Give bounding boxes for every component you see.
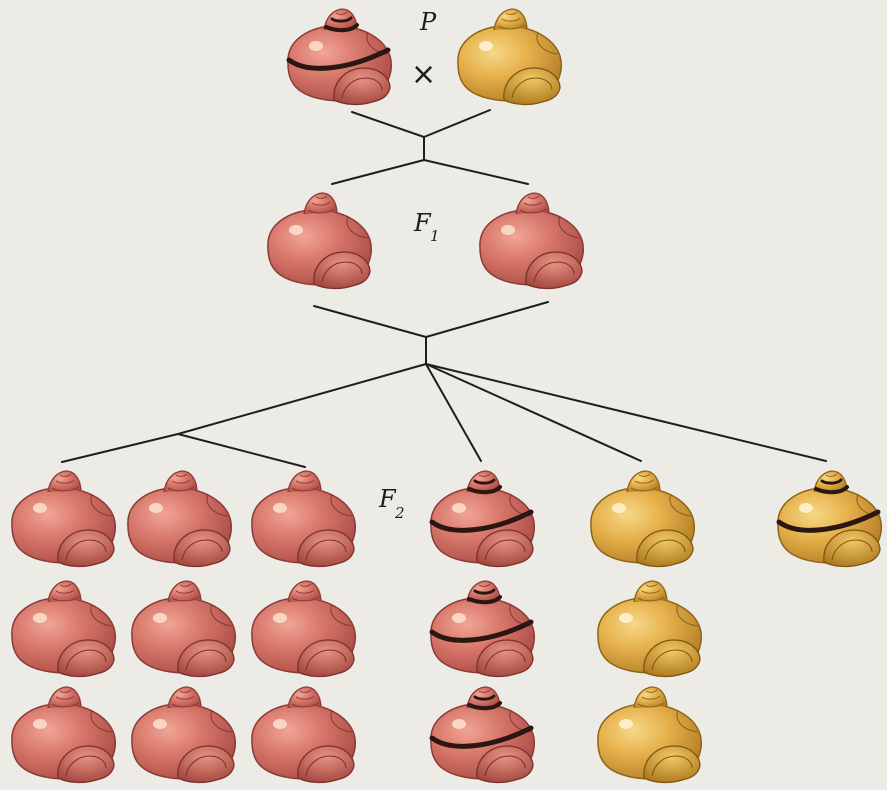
snail-shell-pink-unbanded xyxy=(11,470,116,568)
f2-group-pink-unbanded xyxy=(11,470,356,784)
snail-shell-pink-banded xyxy=(431,686,535,784)
f2-group-pink-banded xyxy=(431,470,535,784)
snail-shell-yellow-banded xyxy=(778,470,882,568)
snail-shell-yellow-unbanded xyxy=(597,686,702,784)
f2-label: F 2 xyxy=(378,485,405,522)
f2-group-yellow-banded xyxy=(778,470,882,568)
snail-shell-pink-unbanded xyxy=(11,580,116,678)
snail-shell-pink-unbanded xyxy=(131,580,236,678)
snail-shell-pink-unbanded xyxy=(479,192,584,290)
snail-shell-pink-unbanded xyxy=(251,580,356,678)
snail-shell-pink-unbanded xyxy=(251,686,356,784)
snail-shell-pink-unbanded xyxy=(131,686,236,784)
f2-group-yellow-unbanded xyxy=(590,470,702,784)
snail-shell-pink-banded xyxy=(288,8,392,106)
f2-letter: F xyxy=(378,485,397,513)
snail-shell-pink-unbanded xyxy=(267,192,372,290)
f1-subscript: 1 xyxy=(430,227,440,245)
p-label: P xyxy=(419,8,437,36)
snail-shell-yellow-unbanded xyxy=(457,8,562,106)
snail-shell-pink-unbanded xyxy=(127,470,232,568)
snail-shell-pink-unbanded xyxy=(11,686,116,784)
f2-generation xyxy=(11,470,882,784)
snail-shell-pink-unbanded xyxy=(251,470,356,568)
f1-letter: F xyxy=(413,209,432,237)
snail-shell-yellow-unbanded xyxy=(590,470,695,568)
p-to-f1-connector xyxy=(331,109,529,185)
f1-generation xyxy=(267,192,584,290)
snail-shell-pink-banded xyxy=(431,470,535,568)
cross-symbol: × xyxy=(411,57,436,92)
snail-shell-yellow-unbanded xyxy=(597,580,702,678)
f1-to-f2-connector xyxy=(61,301,827,468)
snail-shell-pink-banded xyxy=(431,580,535,678)
f1-label: F 1 xyxy=(413,209,440,245)
f2-subscript: 2 xyxy=(394,504,405,522)
